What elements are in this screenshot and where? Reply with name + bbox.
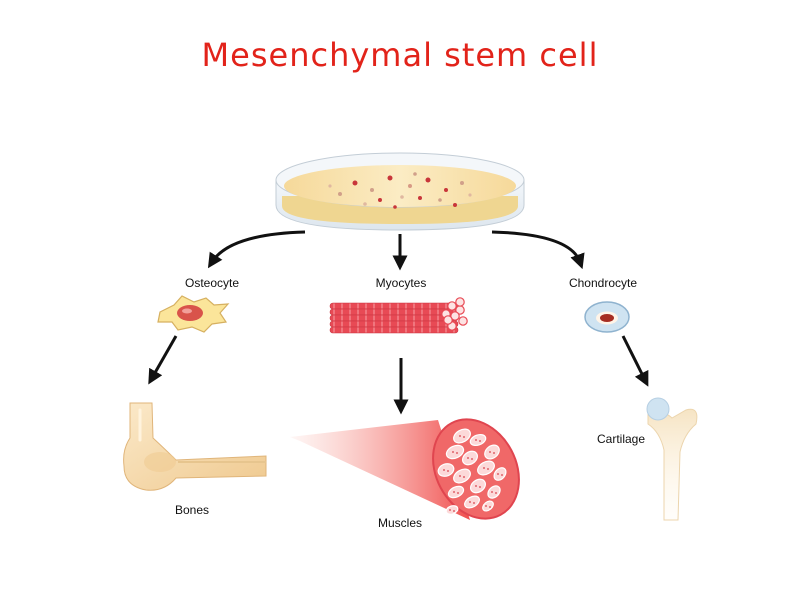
colony-dot — [370, 188, 374, 192]
label-muscles: Muscles — [378, 516, 422, 530]
fascicle-dot — [453, 491, 455, 493]
colony-dot — [413, 172, 417, 176]
cartilage-illustration — [646, 397, 698, 521]
myocyte-fiber-end — [455, 297, 465, 307]
myocyte-fiber — [329, 326, 459, 334]
myocyte-fiber — [329, 302, 459, 310]
fascicle-dot — [473, 502, 475, 504]
colony-dot — [453, 203, 457, 207]
fascicle-dot — [447, 470, 449, 472]
colony-dot — [378, 198, 382, 202]
cell-colonies — [328, 172, 472, 209]
muscle-fascicle — [464, 495, 480, 509]
arrow-dish-osteocyte — [207, 230, 306, 269]
fascicle-dot — [459, 435, 461, 437]
myocyte-fiber-end — [447, 301, 457, 311]
fascicle-dot — [457, 492, 459, 494]
fascicle-dot — [491, 491, 493, 493]
fascicle-dot — [463, 476, 465, 478]
myocyte-fiber-end — [450, 311, 460, 321]
fascicle-dot — [493, 452, 495, 454]
muscle-fascicle — [453, 468, 471, 484]
fascicle-dot — [469, 501, 471, 503]
fascicle-dot — [443, 469, 445, 471]
colony-dot — [418, 196, 422, 200]
colony-dot — [425, 177, 431, 183]
fascicle-dot — [489, 451, 491, 453]
fascicle-dot — [452, 451, 454, 453]
myocyte-fiber — [329, 320, 459, 328]
arrow-chondrocyte-cartilage — [621, 335, 649, 387]
myocyte-fiber-end — [458, 316, 468, 326]
muscle-fascicle — [469, 478, 487, 494]
muscle-fascicle — [477, 460, 495, 476]
label-bones: Bones — [175, 503, 209, 517]
fascicle-dot — [485, 505, 487, 507]
colony-dot — [387, 175, 393, 181]
label-cartilage: Cartilage — [597, 432, 645, 446]
myocyte-bundle — [329, 297, 468, 334]
fascicle-dot — [479, 440, 481, 442]
fascicle-dot — [459, 475, 461, 477]
fascicle-dot — [475, 439, 477, 441]
fascicle-dot — [463, 436, 465, 438]
colony-dot — [444, 188, 448, 192]
muscle-fascicle — [447, 485, 465, 499]
muscle-fascicle — [482, 500, 494, 512]
myocyte-fiber-end — [443, 315, 453, 325]
bones-illustration — [123, 402, 267, 491]
colony-dot — [363, 202, 367, 206]
fascicle-dot — [453, 510, 455, 512]
fascicle-dot — [479, 486, 481, 488]
muscle-fascicle — [484, 444, 500, 460]
colony-dot — [400, 195, 404, 199]
muscle-fascicle — [493, 467, 507, 481]
fascicle-dot — [495, 492, 497, 494]
myocyte-fiber — [329, 308, 459, 316]
petri-dish — [275, 152, 525, 231]
colony-dot — [352, 180, 358, 186]
diagram-title: Mesenchymal stem cell — [202, 36, 599, 74]
muscle-fascicle — [453, 428, 471, 444]
muscle-fascicles — [437, 428, 507, 515]
colony-dot — [408, 184, 412, 188]
fascicle-dot — [475, 485, 477, 487]
muscle-fascicle — [487, 485, 501, 499]
myocyte-fiber — [329, 314, 459, 322]
colony-dot — [460, 181, 464, 185]
muscle-illustration — [290, 418, 520, 520]
fascicle-dot — [449, 509, 451, 511]
fascicle-dot — [467, 457, 469, 459]
label-myocytes: Myocytes — [376, 276, 427, 290]
fascicle-dot — [489, 506, 491, 508]
muscle-fascicle — [445, 505, 459, 515]
muscle-fascicle — [437, 463, 455, 477]
fascicle-dot — [487, 468, 489, 470]
colony-dot — [328, 184, 332, 188]
fascicle-dot — [471, 458, 473, 460]
label-chondrocyte: Chondrocyte — [569, 276, 637, 290]
fascicle-dot — [483, 467, 485, 469]
muscle-fascicle — [469, 433, 487, 447]
osteocyte-cell — [157, 295, 230, 333]
fascicle-dot — [456, 452, 458, 454]
muscle-fascicle — [445, 444, 465, 460]
colony-dot — [438, 198, 442, 202]
label-osteocyte: Osteocyte — [185, 276, 239, 290]
fascicle-dot — [501, 474, 503, 476]
colony-dot — [338, 192, 342, 196]
arrow-dish-chondrocyte — [491, 230, 585, 270]
chondrocyte-cell — [584, 301, 630, 333]
fascicle-dot — [497, 473, 499, 475]
colony-dot — [468, 193, 472, 197]
muscle-fascicle — [461, 450, 479, 466]
arrow-osteocyte-bones — [148, 335, 178, 385]
colony-dot — [393, 205, 397, 209]
